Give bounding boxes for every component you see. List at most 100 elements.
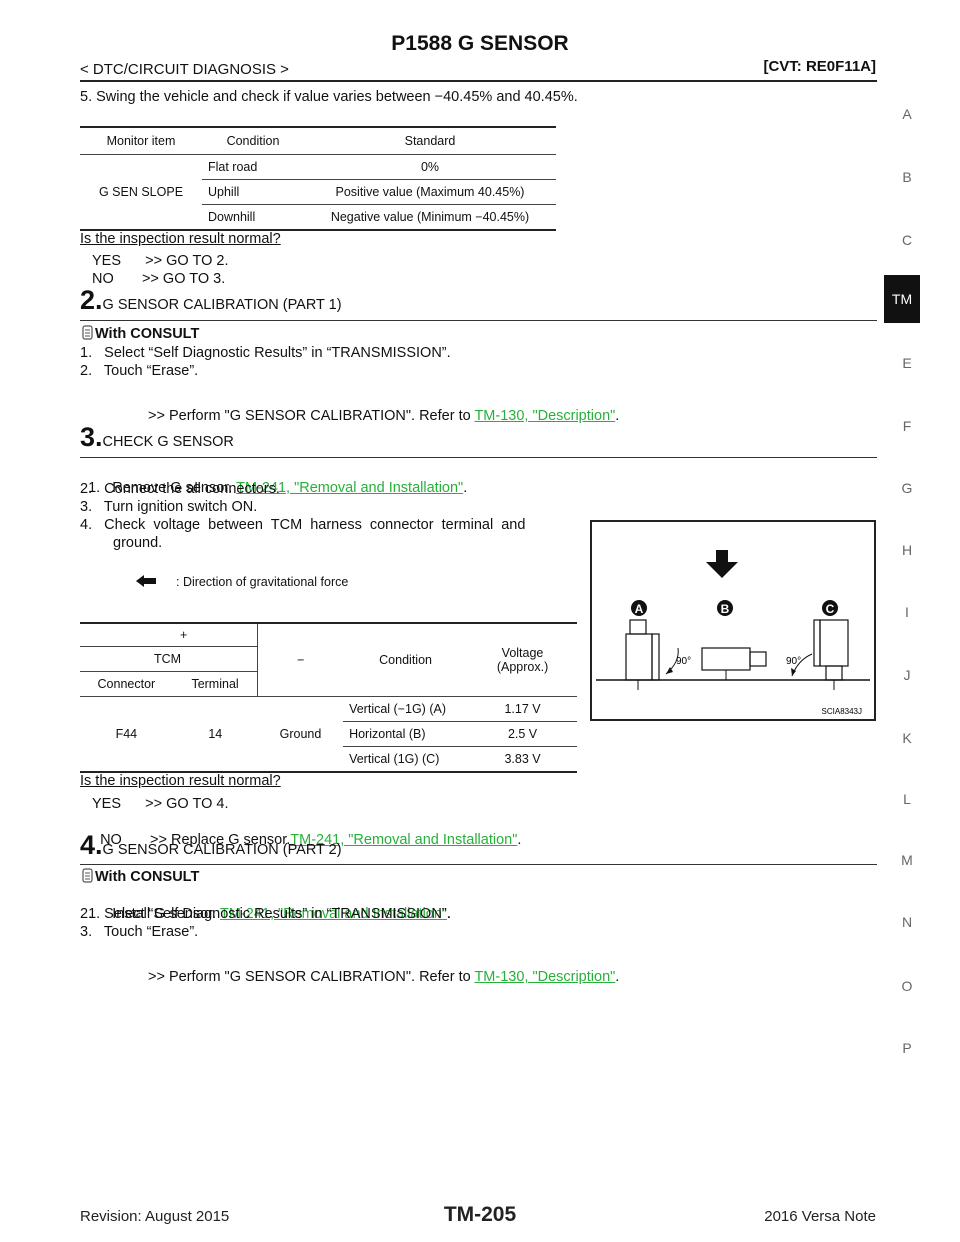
sidebar-letter-c[interactable]: C: [901, 232, 913, 248]
section-name: < DTC/CIRCUIT DIAGNOSIS >: [80, 61, 289, 78]
sidebar-letter-e[interactable]: E: [902, 355, 912, 371]
angle-label-2: 90°: [786, 656, 801, 667]
condition-cell: Vertical (1G) (C): [349, 752, 440, 766]
step-2-item: 1. Select “Self Diagnostic Results” in “…: [80, 345, 451, 361]
gravity-arrow-icon: [706, 550, 738, 578]
label-c: C: [826, 602, 835, 616]
item-text: 1. Install G sensor.: [88, 906, 220, 922]
step-3-item-2: 2. Connect the all connectors.: [80, 481, 280, 497]
sidebar-letter-j[interactable]: J: [903, 667, 911, 683]
voltage-approx: (Approx.): [496, 660, 549, 674]
question-1: Is the inspection result normal?: [80, 231, 281, 247]
answer-no-1: NO >> GO TO 3.: [92, 271, 226, 287]
sidebar-letter-l[interactable]: L: [903, 791, 911, 807]
g-sensor-diagram: A B C 90° 90° SCIA8343J: [596, 550, 870, 716]
step-4-result: >> Perform "G SENSOR CALIBRATION". Refer…: [148, 969, 620, 985]
reference-link[interactable]: TM-241, "Removal and Installation": [290, 832, 518, 848]
standard-cell: 0%: [304, 154, 556, 180]
condition-cell: Downhill: [208, 210, 256, 224]
sidebar-letter-f[interactable]: F: [902, 418, 912, 434]
label-b-circle: [717, 600, 733, 616]
sidebar-letter-m[interactable]: M: [901, 852, 913, 868]
voltage-cell: 2.5 V: [468, 721, 577, 747]
step-3-item-4: 4. Check voltage between TCM harness con…: [80, 517, 526, 533]
condition-header: Condition: [343, 623, 469, 697]
model-code: [CVT: RE0F11A]: [763, 58, 876, 75]
terminal-cell: 14: [208, 727, 223, 741]
sidebar-letter-o[interactable]: O: [901, 978, 913, 994]
col-standard: Standard: [304, 127, 556, 155]
legend-text: : Direction of gravitational force: [176, 575, 349, 589]
reference-link[interactable]: TM-130, "Description": [474, 408, 616, 424]
step-3-rule: [80, 457, 877, 458]
sidebar-letter-k[interactable]: K: [902, 730, 912, 746]
step-4-rule: [80, 864, 877, 865]
voltage-table: + − Condition Voltage (Approx.) TCM Conn…: [80, 622, 577, 773]
minus-header: −: [257, 623, 344, 697]
plus-header: +: [80, 623, 258, 647]
voltage-header: Voltage (Approx.): [468, 623, 577, 697]
label-b: B: [721, 602, 730, 616]
consult-icon: [82, 868, 93, 883]
step-4-item-2: 2. Select “Self Diagnostic Results” in “…: [80, 906, 451, 922]
consult-label: With CONSULT: [95, 869, 200, 885]
result-text: >> Perform "G SENSOR CALIBRATION". Refer…: [148, 408, 475, 424]
terminal-header: Terminal: [172, 671, 258, 697]
consult-line: With CONSULT: [80, 325, 199, 343]
step-2-result: >> Perform "G SENSOR CALIBRATION". Refer…: [148, 408, 620, 424]
sidebar-letter-g[interactable]: G: [901, 480, 913, 496]
condition-cell: Flat road: [202, 154, 304, 180]
step-3-heading: 3.CHECK G SENSOR: [80, 422, 234, 453]
step5-instruction: 5. Swing the vehicle and check if value …: [80, 89, 578, 105]
voltage-cell: 3.83 V: [504, 752, 541, 766]
connector-cell: F44: [115, 727, 138, 741]
sidebar-letter-i[interactable]: I: [905, 604, 909, 620]
page-title: P1588 G SENSOR: [391, 32, 569, 55]
answer-yes-1: YES >> GO TO 2.: [92, 253, 229, 269]
figure-code: SCIA8343J: [822, 707, 862, 716]
monitor-table: Monitor item Condition Standard G SEN SL…: [80, 126, 556, 231]
condition-cell: Vertical (−1G) (A): [343, 696, 469, 722]
step-3-item-4-cont: ground.: [113, 535, 163, 551]
consult-label: With CONSULT: [95, 326, 200, 342]
step-title: G SENSOR CALIBRATION (PART 1): [102, 297, 342, 313]
consult-line: With CONSULT: [80, 868, 199, 886]
sidebar-letter-p[interactable]: P: [902, 1040, 912, 1056]
step-title: CHECK G SENSOR: [102, 434, 234, 450]
step-4-heading: 4.G SENSOR CALIBRATION (PART 2): [80, 830, 342, 861]
step-number: 2.: [80, 285, 103, 315]
step-4-item-3: 3. Touch “Erase”.: [80, 924, 199, 940]
sidebar-letter-b[interactable]: B: [902, 169, 912, 185]
standard-cell: Positive value (Maximum 40.45%): [304, 179, 556, 205]
condition-cell: Horizontal (B): [343, 721, 469, 747]
step-title: G SENSOR CALIBRATION (PART 2): [102, 842, 342, 858]
sidebar-letter-a[interactable]: A: [902, 106, 912, 122]
voltage-label: Voltage: [501, 646, 544, 660]
reference-link[interactable]: TM-241, "Removal and Installation": [236, 480, 464, 496]
standard-cell: Negative value (Minimum −40.45%): [330, 210, 530, 224]
step-3-item-3: 3. Turn ignition switch ON.: [80, 499, 258, 515]
col-monitor-item: Monitor item: [80, 127, 202, 155]
footer-page-number: TM-205: [443, 1203, 517, 1226]
tcm-header: TCM: [80, 646, 258, 672]
footer-vehicle: 2016 Versa Note: [764, 1208, 876, 1225]
step-2-rule: [80, 320, 877, 321]
step-3-item-1: 1. Remove G sensor. TM-241, "Removal and…: [88, 480, 468, 496]
monitor-item-cell: G SEN SLOPE: [98, 185, 184, 199]
step-2-item: 2. Touch “Erase”.: [80, 363, 199, 379]
sidebar-letter-n[interactable]: N: [901, 914, 913, 930]
step-2-heading: 2.G SENSOR CALIBRATION (PART 1): [80, 285, 342, 316]
angle-label-1: 90°: [676, 656, 691, 667]
header-rule: [80, 80, 877, 82]
label-c-circle: [822, 600, 838, 616]
col-condition: Condition: [202, 127, 304, 155]
reference-link[interactable]: TM-241, "Removal and Installation": [219, 906, 448, 922]
reference-link[interactable]: TM-130, "Description": [474, 969, 616, 985]
connector-header: Connector: [80, 671, 173, 697]
footer-revision: Revision: August 2015: [80, 1208, 230, 1225]
arrow-left-icon: [136, 575, 156, 587]
step-number: 4.: [80, 830, 103, 860]
step-number: 3.: [80, 422, 103, 452]
sidebar-letter-h[interactable]: H: [901, 542, 913, 558]
sidebar-tab-tm[interactable]: TM: [884, 275, 920, 323]
